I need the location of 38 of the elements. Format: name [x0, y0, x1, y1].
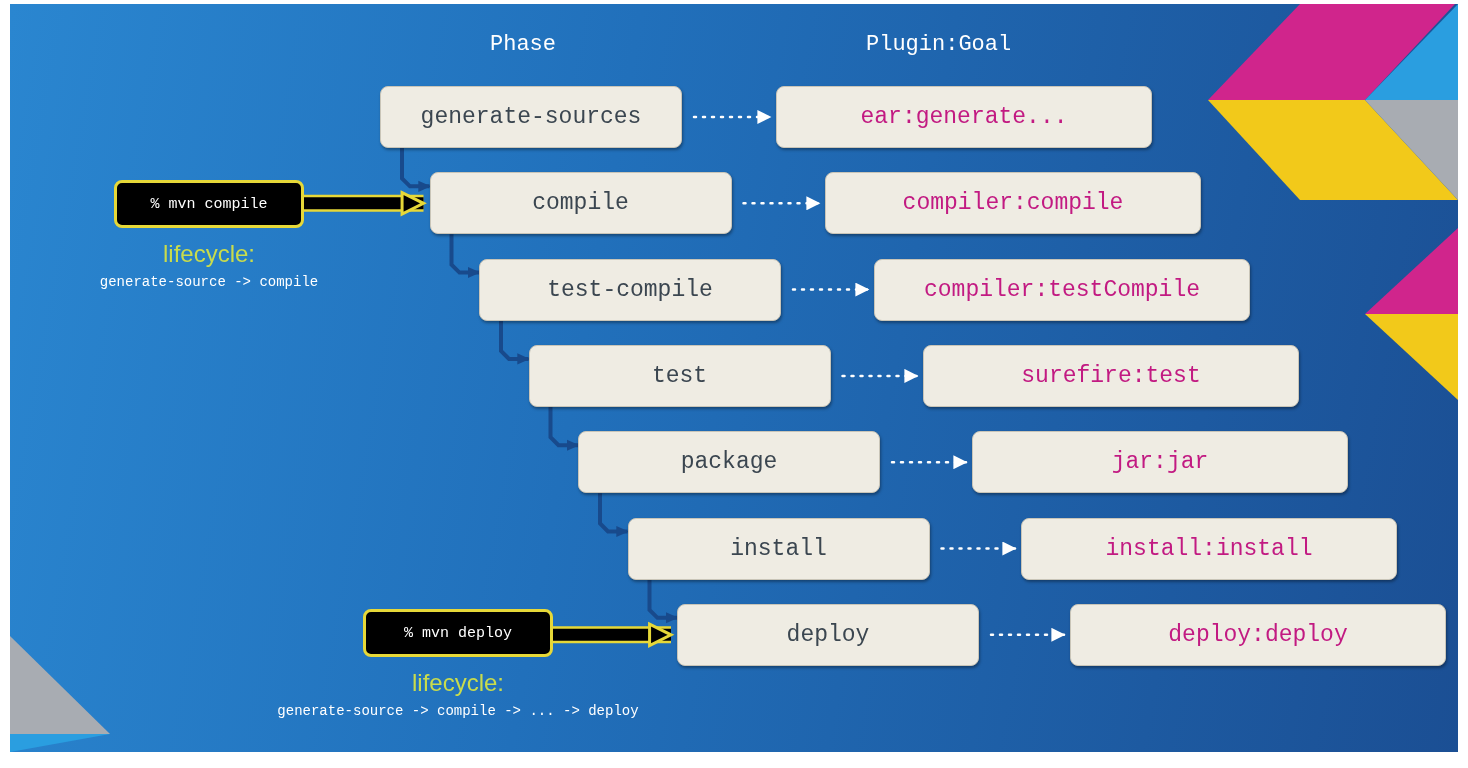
phase-box — [627, 517, 930, 580]
node-label: test — [651, 362, 708, 389]
node-label: install — [730, 535, 827, 562]
node-label: % mvn deploy — [404, 624, 512, 642]
node-label: install:install — [1105, 535, 1313, 562]
node-label: deploy:deploy — [1168, 621, 1348, 648]
node-label: generate-sources — [420, 104, 642, 130]
goal-box — [825, 172, 1201, 235]
node-label: % mvn compile — [150, 195, 268, 213]
lifecycle-heading: lifecycle: — [163, 240, 255, 268]
node-label: test-compile — [547, 276, 713, 303]
goal-box — [1021, 517, 1397, 580]
goal-box — [972, 431, 1348, 494]
lifecycle-sequence: generate-source -> compile — [99, 274, 319, 290]
phase-box — [578, 431, 880, 494]
phase-box — [677, 603, 979, 666]
goal-box — [874, 258, 1250, 321]
column-heading: Phase — [490, 32, 556, 57]
phase-box — [479, 258, 781, 321]
phase-box — [429, 172, 732, 235]
node-label: ear:generate... — [860, 104, 1068, 130]
lifecycle-sequence: generate-source -> compile -> ... -> deploy — [277, 703, 639, 719]
goal-box — [1070, 603, 1446, 666]
command-box — [114, 180, 304, 228]
node-label: compile — [532, 190, 629, 217]
node-label: compiler:compile — [902, 190, 1124, 217]
goal-box — [776, 86, 1152, 148]
node-label: jar:jar — [1111, 449, 1209, 476]
phase-box — [380, 86, 682, 148]
goal-box — [923, 344, 1299, 407]
command-box — [363, 609, 553, 657]
node-label: deploy — [786, 621, 870, 648]
lifecycle-heading: lifecycle: — [412, 669, 504, 697]
column-heading: Plugin:Goal — [866, 32, 1012, 57]
node-label: surefire:test — [1021, 362, 1201, 389]
node-label: package — [680, 449, 778, 476]
phase-box — [528, 344, 831, 407]
node-label: compiler:testCompile — [923, 276, 1200, 303]
